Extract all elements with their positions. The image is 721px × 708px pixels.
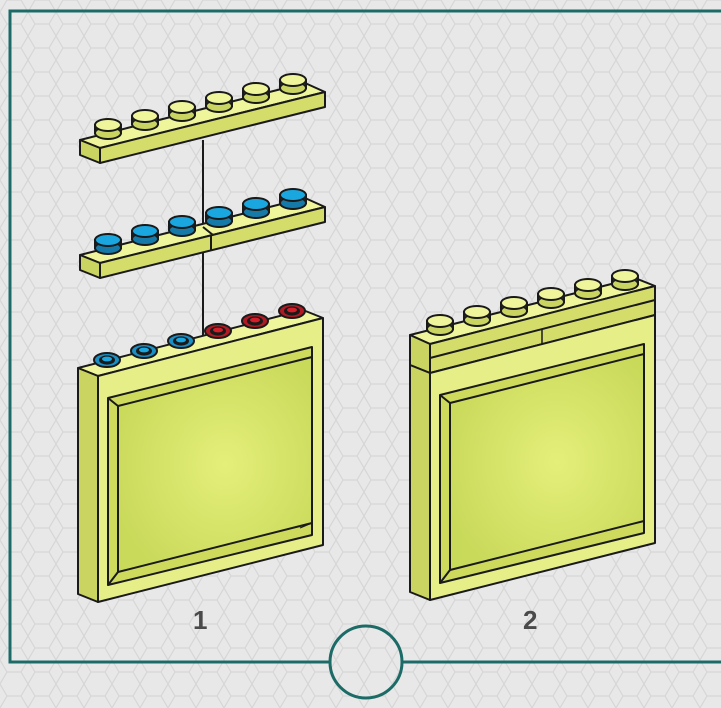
panel-step2-studs xyxy=(426,269,639,336)
panel-step1 xyxy=(77,309,324,603)
panel-step2 xyxy=(409,277,656,601)
frame-border xyxy=(8,9,721,664)
step-number-1: 1 xyxy=(193,605,208,635)
step-number-2: 2 xyxy=(523,605,538,635)
panel-step1-studs xyxy=(93,303,306,368)
plate-middle-studs xyxy=(94,188,307,255)
plate-top-studs xyxy=(94,73,307,140)
page-circle-marker xyxy=(328,624,404,700)
